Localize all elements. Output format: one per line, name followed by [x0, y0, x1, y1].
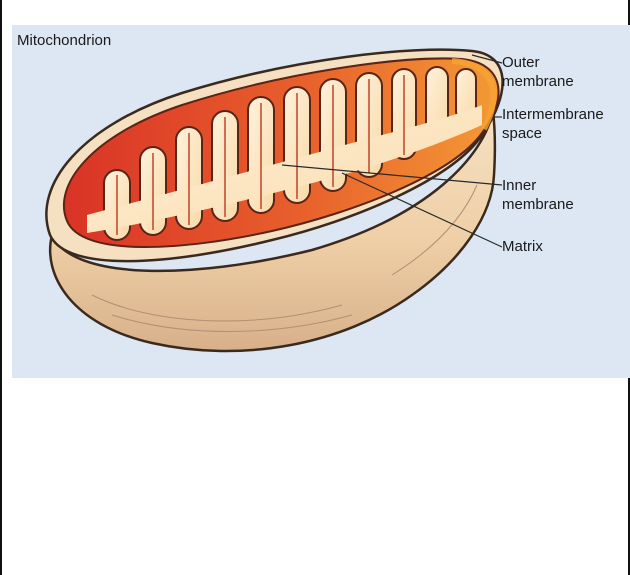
label-intermembrane-space: Intermembrane space [502, 105, 604, 143]
mitochondrion-figure: Mitochondrion Outer membrane Intermembra… [12, 25, 630, 378]
label-outer-membrane: Outer membrane [502, 53, 574, 91]
figure-title: Mitochondrion [17, 32, 111, 49]
label-matrix: Matrix [502, 237, 543, 256]
label-inner-membrane: Inner membrane [502, 176, 574, 214]
